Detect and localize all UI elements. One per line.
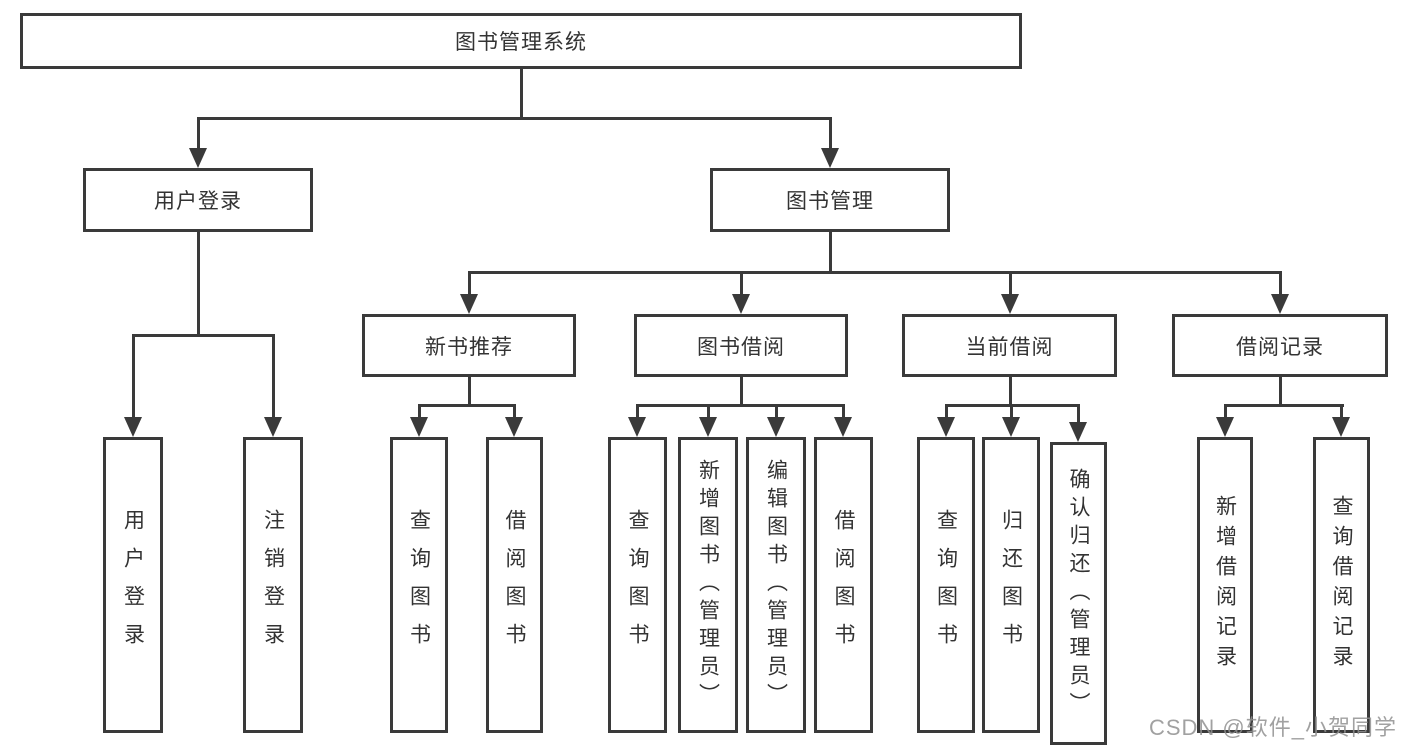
leaf-label: 借阅图书 bbox=[832, 509, 855, 661]
node-user-login-label: 用户登录 bbox=[154, 190, 242, 213]
node-book-borrow-label: 图书借阅 bbox=[697, 335, 785, 359]
leaf-label: 查询图书 bbox=[407, 509, 431, 661]
connector-drop-current-borrow bbox=[1008, 272, 1012, 296]
connector-drop-book-borrow bbox=[739, 272, 743, 296]
leaf-query-books-recommend: 查询图书 bbox=[390, 437, 448, 733]
connector-current-borrow-stem bbox=[1008, 377, 1012, 407]
arrow-down-icon bbox=[1271, 294, 1289, 314]
node-root-label: 图书管理系统 bbox=[455, 31, 587, 54]
connector-user-login-distributor bbox=[131, 333, 275, 337]
connector-drop bbox=[635, 405, 639, 419]
node-new-book-recommend: 新书推荐 bbox=[362, 314, 576, 377]
connector-book-borrow-stem bbox=[739, 377, 743, 407]
connector-new-book-stem bbox=[467, 377, 471, 407]
connector-drop bbox=[1339, 405, 1343, 419]
connector-root-stem bbox=[519, 69, 523, 120]
connector-drop bbox=[841, 405, 845, 419]
connector-borrow-records-distributor bbox=[1223, 403, 1344, 407]
connector-book-borrow-distributor bbox=[635, 403, 845, 407]
leaf-query-borrow-record: 查询借阅记录 bbox=[1313, 437, 1370, 733]
leaf-borrow-books-recommend: 借阅图书 bbox=[486, 437, 543, 733]
node-book-borrow: 图书借阅 bbox=[634, 314, 848, 377]
arrow-down-icon bbox=[628, 417, 646, 437]
arrow-down-icon bbox=[505, 417, 523, 437]
leaf-edit-book-admin: 编辑图书（管理员） bbox=[746, 437, 806, 733]
node-current-borrow-label: 当前借阅 bbox=[965, 335, 1054, 359]
arrow-down-icon bbox=[834, 417, 852, 437]
arrow-down-icon bbox=[732, 294, 750, 314]
arrow-down-icon bbox=[264, 417, 282, 437]
leaf-add-borrow-record: 新增借阅记录 bbox=[1197, 437, 1253, 733]
connector-user-login-stem bbox=[196, 232, 200, 337]
arrow-down-icon bbox=[767, 417, 785, 437]
leaf-return-books: 归还图书 bbox=[982, 437, 1040, 733]
connector-borrow-records-stem bbox=[1278, 377, 1282, 407]
leaf-query-books-borrow: 查询图书 bbox=[608, 437, 667, 733]
connector-drop-new-book bbox=[467, 272, 471, 296]
connector-drop bbox=[944, 405, 948, 419]
arrow-down-icon bbox=[937, 417, 955, 437]
arrow-down-icon bbox=[1216, 417, 1234, 437]
leaf-label: 查询借阅记录 bbox=[1330, 495, 1353, 675]
connector-drop bbox=[1009, 405, 1013, 419]
connector-drop bbox=[706, 405, 710, 419]
connector-drop-leaf-user-login bbox=[131, 335, 135, 419]
arrow-down-icon bbox=[410, 417, 428, 437]
arrow-down-icon bbox=[1002, 417, 1020, 437]
leaf-label: 新增借阅记录 bbox=[1213, 495, 1237, 675]
watermark: CSDN @软件_小贺同学 bbox=[1148, 715, 1397, 740]
arrow-down-icon bbox=[189, 148, 207, 168]
leaf-label: 借阅图书 bbox=[503, 509, 526, 661]
node-borrow-records: 借阅记录 bbox=[1172, 314, 1388, 377]
connector-drop-borrow-records bbox=[1278, 272, 1282, 296]
node-new-book-recommend-label: 新书推荐 bbox=[425, 335, 513, 359]
leaf-user-login: 用户登录 bbox=[103, 437, 163, 733]
leaf-label: 新增图书（管理员） bbox=[696, 459, 720, 711]
leaf-borrow-books: 借阅图书 bbox=[814, 437, 873, 733]
connector-drop-user-login bbox=[196, 118, 200, 150]
leaf-logout: 注销登录 bbox=[243, 437, 303, 733]
connector-drop bbox=[774, 405, 778, 419]
connector-drop bbox=[512, 405, 516, 419]
leaf-logout-label: 注销登录 bbox=[261, 509, 285, 661]
connector-root-distributor bbox=[196, 116, 832, 120]
node-book-management-label: 图书管理 bbox=[786, 190, 874, 213]
connector-drop-book-management bbox=[828, 118, 832, 150]
leaf-label: 编辑图书（管理员） bbox=[764, 459, 788, 711]
leaf-query-books-current: 查询图书 bbox=[917, 437, 975, 733]
connector-drop bbox=[417, 405, 421, 419]
arrow-down-icon bbox=[1332, 417, 1350, 437]
connector-drop bbox=[1076, 405, 1080, 424]
node-user-login: 用户登录 bbox=[83, 168, 313, 232]
connector-drop-leaf-logout bbox=[271, 335, 275, 419]
leaf-label: 查询图书 bbox=[934, 509, 958, 661]
connector-book-management-stem bbox=[828, 232, 832, 274]
leaf-user-login-label: 用户登录 bbox=[121, 509, 145, 661]
arrow-down-icon bbox=[699, 417, 717, 437]
arrow-down-icon bbox=[124, 417, 142, 437]
connector-new-book-distributor bbox=[417, 403, 516, 407]
leaf-label: 确认归还（管理员） bbox=[1067, 467, 1090, 720]
node-borrow-records-label: 借阅记录 bbox=[1236, 335, 1324, 359]
leaf-add-book-admin: 新增图书（管理员） bbox=[678, 437, 738, 733]
arrow-down-icon bbox=[1001, 294, 1019, 314]
leaf-label: 查询图书 bbox=[626, 509, 649, 661]
connector-drop bbox=[1223, 405, 1227, 419]
node-book-management: 图书管理 bbox=[710, 168, 950, 232]
leaf-confirm-return-admin: 确认归还（管理员） bbox=[1050, 442, 1107, 745]
leaf-label: 归还图书 bbox=[999, 509, 1023, 661]
arrow-down-icon bbox=[821, 148, 839, 168]
arrow-down-icon bbox=[460, 294, 478, 314]
node-root: 图书管理系统 bbox=[20, 13, 1022, 69]
connector-book-management-distributor bbox=[467, 270, 1282, 274]
node-current-borrow: 当前借阅 bbox=[902, 314, 1117, 377]
arrow-down-icon bbox=[1069, 422, 1087, 442]
